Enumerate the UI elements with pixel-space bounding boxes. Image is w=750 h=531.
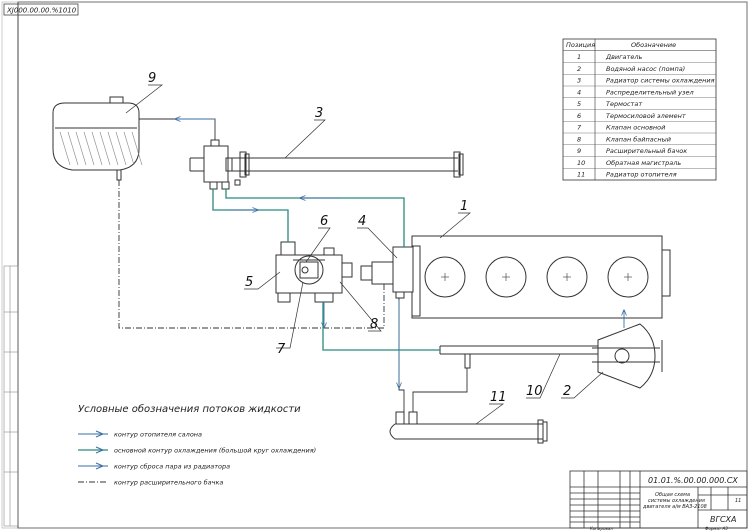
format-caption: Формат A3 xyxy=(705,526,728,531)
spec-row-position: 8 xyxy=(577,135,581,143)
flow-lines xyxy=(118,118,624,412)
spec-row-designation: Клапан байпасный xyxy=(606,135,671,143)
legend-title: Условные обозначения потоков жидкости xyxy=(78,403,301,415)
label-1: 1 xyxy=(460,199,468,214)
stamp-text: XJ000.00.00.%1010 xyxy=(6,7,77,15)
title-block-org: ВГСХА xyxy=(710,515,736,524)
return-line xyxy=(439,345,598,369)
label-6: 6 xyxy=(320,214,328,229)
spec-row-position: 9 xyxy=(577,147,581,155)
steam-vent-line xyxy=(139,118,216,140)
legend-item-label: контур расширительного бачка xyxy=(114,479,223,487)
cylinder xyxy=(546,256,588,298)
title-block xyxy=(569,470,748,529)
spec-row-position: 6 xyxy=(577,112,581,120)
spec-table: Позиция Обозначение 1 Двигатель 2 Водяной нас… xyxy=(562,38,717,181)
spec-row-position: 11 xyxy=(577,171,585,179)
spec-row-designation: Термостат xyxy=(606,100,642,108)
engine-cylinders xyxy=(424,256,649,298)
leader-lines xyxy=(125,84,604,425)
spec-row-designation: Термосиловой элемент xyxy=(606,112,686,120)
spec-row-designation: Клапан основной xyxy=(606,124,665,132)
spec-row-designation: Расширительный бачок xyxy=(606,147,687,155)
heater-circuit-line xyxy=(398,298,405,412)
label-4: 4 xyxy=(358,214,366,229)
title-block-code: 01.01.%.00.00.000.СХ xyxy=(648,476,738,485)
spec-row-position: 7 xyxy=(577,124,582,132)
label-10: 10 xyxy=(526,384,543,399)
spec-row-position: 10 xyxy=(577,159,585,167)
cooling-radiator xyxy=(189,139,464,190)
spec-row-designation: Водяной насос (помпа) xyxy=(606,65,685,73)
legend: Условные обозначения потоков жидкости ко… xyxy=(78,403,316,487)
spec-row-designation: Распределительный узел xyxy=(606,88,694,96)
stamp-box xyxy=(3,3,79,16)
title-block-name-3: двигателя а/м ВАЗ-2108 xyxy=(642,504,707,510)
title-block-name-1: Общая схема xyxy=(655,492,690,498)
legend-item-label: контур сброса пара из радиатора xyxy=(114,463,230,471)
spec-row-position: 5 xyxy=(577,100,581,108)
heater-radiator xyxy=(389,411,548,444)
main-circuit-line xyxy=(212,189,289,242)
label-2: 2 xyxy=(563,384,571,399)
spec-row-designation: Обратная магистраль xyxy=(606,159,681,167)
margin-strip xyxy=(3,265,19,527)
tank-liquid-hatch xyxy=(59,131,143,166)
spec-row-designation: Радиатор отопителя xyxy=(606,171,677,179)
label-8: 8 xyxy=(370,317,378,332)
label-3: 3 xyxy=(315,106,323,121)
spec-row-position: 2 xyxy=(577,65,581,73)
label-11: 11 xyxy=(490,390,507,405)
distribution-unit xyxy=(360,246,414,299)
title-block-sheet: 11 xyxy=(735,498,741,504)
legend-item-label: основной контур охлаждения (большой круг… xyxy=(114,447,316,455)
water-pump xyxy=(592,323,663,389)
spec-row-position: 1 xyxy=(577,53,581,61)
copied-by-caption: Копировал xyxy=(590,526,613,531)
spec-row-designation: Двигатель xyxy=(605,53,642,61)
spec-row-position: 4 xyxy=(577,88,581,96)
cylinder xyxy=(424,256,466,298)
thermostat xyxy=(275,241,353,303)
spec-header-position: Позиция xyxy=(566,41,595,49)
spec-row-designation: Радиатор системы охлаждения xyxy=(606,77,715,85)
spec-header-designation: Обозначение xyxy=(631,41,676,49)
title-block-name-2: системы охлаждения xyxy=(648,498,705,504)
label-5: 5 xyxy=(245,275,253,290)
label-9: 9 xyxy=(148,71,156,86)
tank-circuit-line xyxy=(118,180,385,329)
spec-row-position: 3 xyxy=(577,77,581,85)
legend-item-label: контур отопителя салона xyxy=(114,431,202,439)
label-7: 7 xyxy=(277,342,286,357)
cylinder xyxy=(607,256,649,298)
cylinder xyxy=(485,256,527,298)
